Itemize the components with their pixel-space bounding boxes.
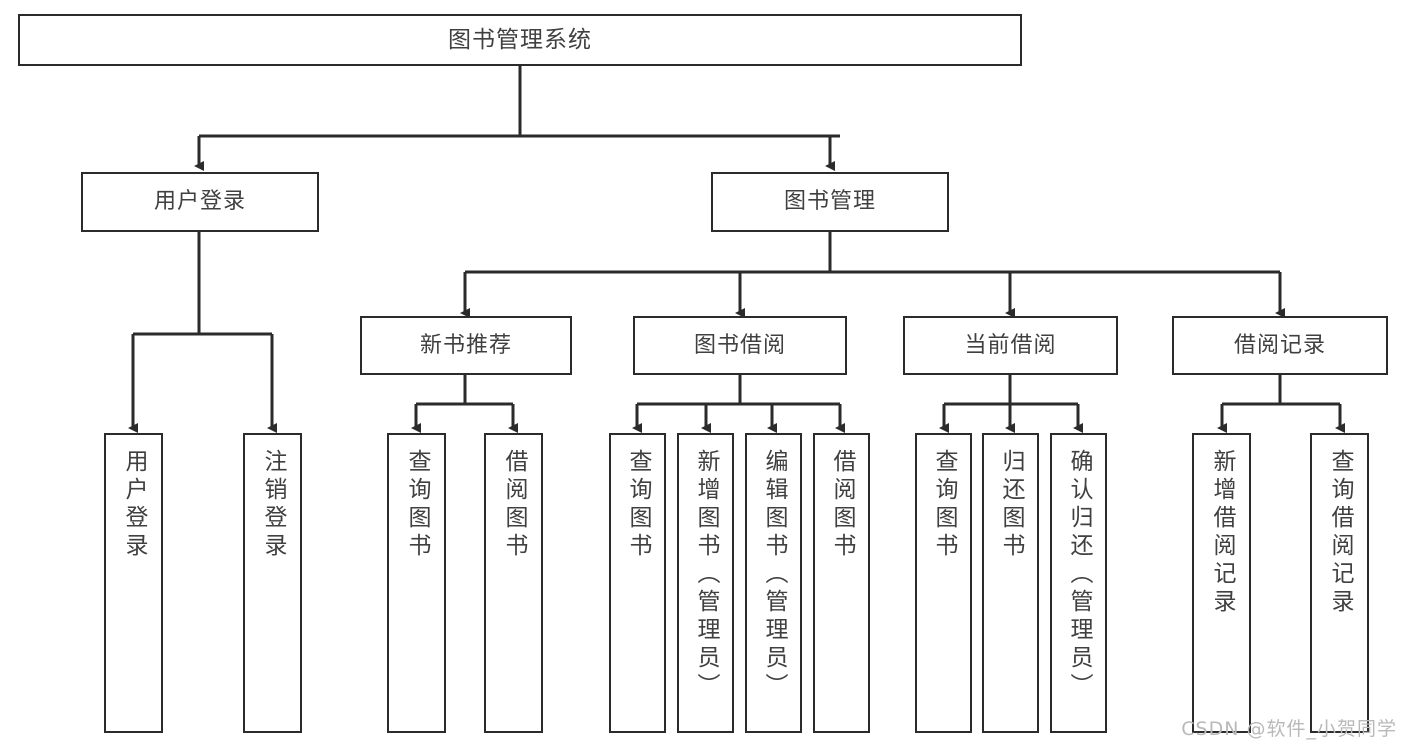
node-book-borrow[interactable]: 图书借阅 <box>633 316 847 375</box>
leaf-edit-book-admin-label: 编辑图书（管理员） <box>761 449 787 701</box>
leaf-add-book-admin[interactable]: 新增图书（管理员） <box>677 433 734 733</box>
leaf-add-borrow-record[interactable]: 新增借阅记录 <box>1192 433 1251 733</box>
leaf-query-book-borrow-label: 查询图书 <box>625 449 651 561</box>
leaf-user-login-label: 用户登录 <box>121 449 147 561</box>
leaf-query-book-recommend-label: 查询图书 <box>404 449 430 561</box>
leaf-add-book-admin-label: 新增图书（管理员） <box>693 449 719 701</box>
node-current-borrow[interactable]: 当前借阅 <box>903 316 1118 375</box>
node-current-borrow-label: 当前借阅 <box>964 332 1057 358</box>
leaf-confirm-return-admin[interactable]: 确认归还（管理员） <box>1050 433 1107 733</box>
node-borrow-record[interactable]: 借阅记录 <box>1172 316 1388 375</box>
csdn-watermark: CSDN @软件_小贺同学 <box>1181 718 1397 740</box>
leaf-borrow-book-label: 借阅图书 <box>829 449 855 561</box>
leaf-confirm-return-admin-label: 确认归还（管理员） <box>1066 449 1092 701</box>
node-root-label: 图书管理系统 <box>448 26 592 53</box>
leaf-query-borrow-record[interactable]: 查询借阅记录 <box>1310 433 1369 733</box>
node-new-book-recommend-label: 新书推荐 <box>419 332 512 358</box>
node-book-management[interactable]: 图书管理 <box>711 172 949 232</box>
node-user-login[interactable]: 用户登录 <box>81 172 319 232</box>
leaf-add-borrow-record-label: 新增借阅记录 <box>1209 449 1235 617</box>
node-new-book-recommend[interactable]: 新书推荐 <box>360 316 572 375</box>
leaf-borrow-book-recommend-label: 借阅图书 <box>501 449 527 561</box>
leaf-query-book-current-label: 查询图书 <box>931 449 957 561</box>
leaf-query-book-current[interactable]: 查询图书 <box>915 433 972 733</box>
leaf-query-book-borrow[interactable]: 查询图书 <box>609 433 666 733</box>
leaf-query-book-recommend[interactable]: 查询图书 <box>387 433 446 733</box>
node-root[interactable]: 图书管理系统 <box>18 14 1022 66</box>
node-user-login-label: 用户登录 <box>153 189 246 215</box>
leaf-logout[interactable]: 注销登录 <box>243 433 302 733</box>
leaf-query-borrow-record-label: 查询借阅记录 <box>1327 449 1353 617</box>
node-book-borrow-label: 图书借阅 <box>693 332 786 358</box>
leaf-edit-book-admin[interactable]: 编辑图书（管理员） <box>745 433 802 733</box>
leaf-user-login[interactable]: 用户登录 <box>104 433 163 733</box>
leaf-borrow-book[interactable]: 借阅图书 <box>813 433 870 733</box>
leaf-return-book[interactable]: 归还图书 <box>982 433 1039 733</box>
node-book-management-label: 图书管理 <box>783 189 876 215</box>
node-borrow-record-label: 借阅记录 <box>1233 332 1326 358</box>
leaf-logout-label: 注销登录 <box>260 449 286 561</box>
leaf-return-book-label: 归还图书 <box>998 449 1024 561</box>
leaf-borrow-book-recommend[interactable]: 借阅图书 <box>484 433 543 733</box>
